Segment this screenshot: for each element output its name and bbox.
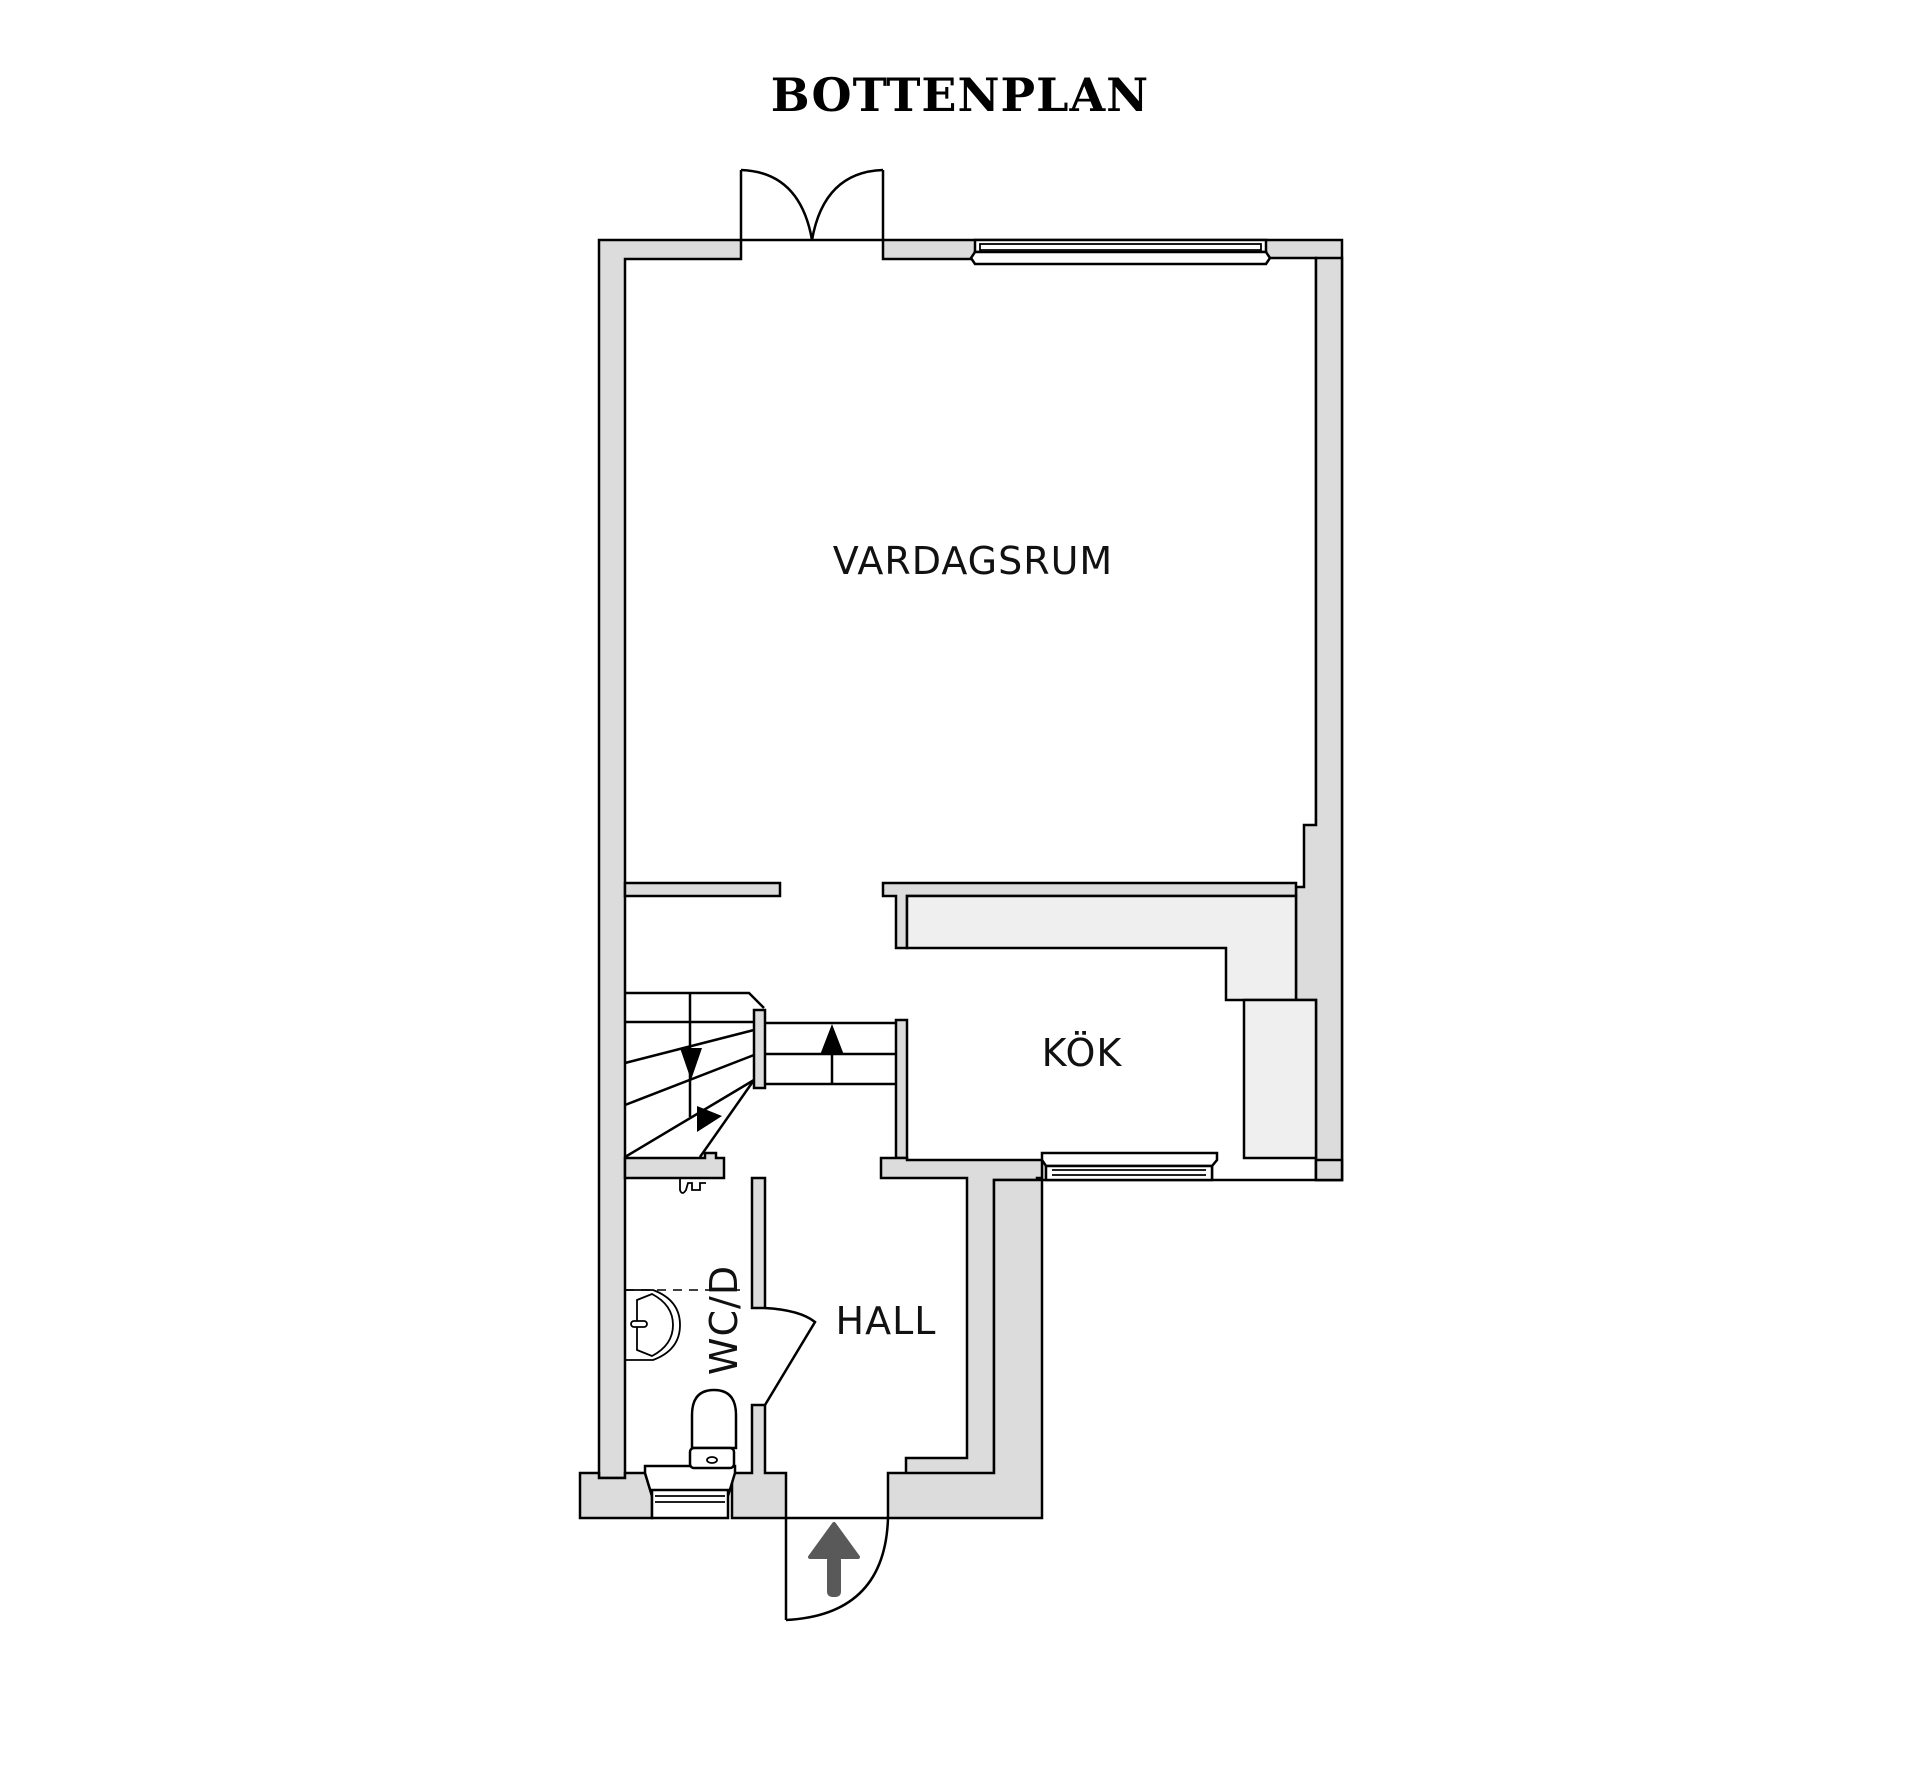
room-label-hall: HALL	[836, 1299, 937, 1343]
toilet-icon	[690, 1388, 738, 1450]
stair-arrow-right-icon	[697, 1106, 722, 1132]
room-label-kok: KÖK	[1042, 1031, 1123, 1075]
wall-kitchen-left	[894, 1018, 909, 1160]
stair-arrow-up-icon	[820, 1024, 844, 1055]
wall-wc-hall-upper	[750, 1176, 767, 1310]
wall-stair-bottom	[623, 1151, 726, 1180]
window-kitchen	[1040, 1151, 1219, 1182]
door-entrance	[784, 1516, 890, 1622]
floor-plan-title: BOTTENPLAN	[770, 68, 1150, 122]
room-label-vardagsrum: VARDAGSRUM	[833, 539, 1113, 583]
hook-icon	[679, 1178, 706, 1194]
staircase	[624, 991, 896, 1159]
stair-arrow-down-icon	[680, 1048, 702, 1080]
window-wc	[643, 1464, 737, 1520]
wall-living-divider-left	[623, 881, 782, 898]
wall-kitchen-bottom	[879, 1156, 1344, 1478]
door-patio-double	[739, 168, 885, 242]
wc-fixtures	[625, 1178, 740, 1470]
kitchen-counter-top	[905, 894, 1298, 1002]
room-label-wcd: WC/D	[702, 1265, 746, 1375]
door-wc	[763, 1306, 817, 1406]
sink-icon	[625, 1289, 681, 1361]
wall-wc-hall-lower	[730, 1403, 788, 1520]
stair-landing-post	[752, 1008, 767, 1090]
wall-bottom-left	[578, 1471, 654, 1520]
window-living-room	[969, 238, 1272, 266]
entrance-arrow-icon	[808, 1522, 860, 1597]
kitchen-counter-right	[1242, 998, 1318, 1160]
